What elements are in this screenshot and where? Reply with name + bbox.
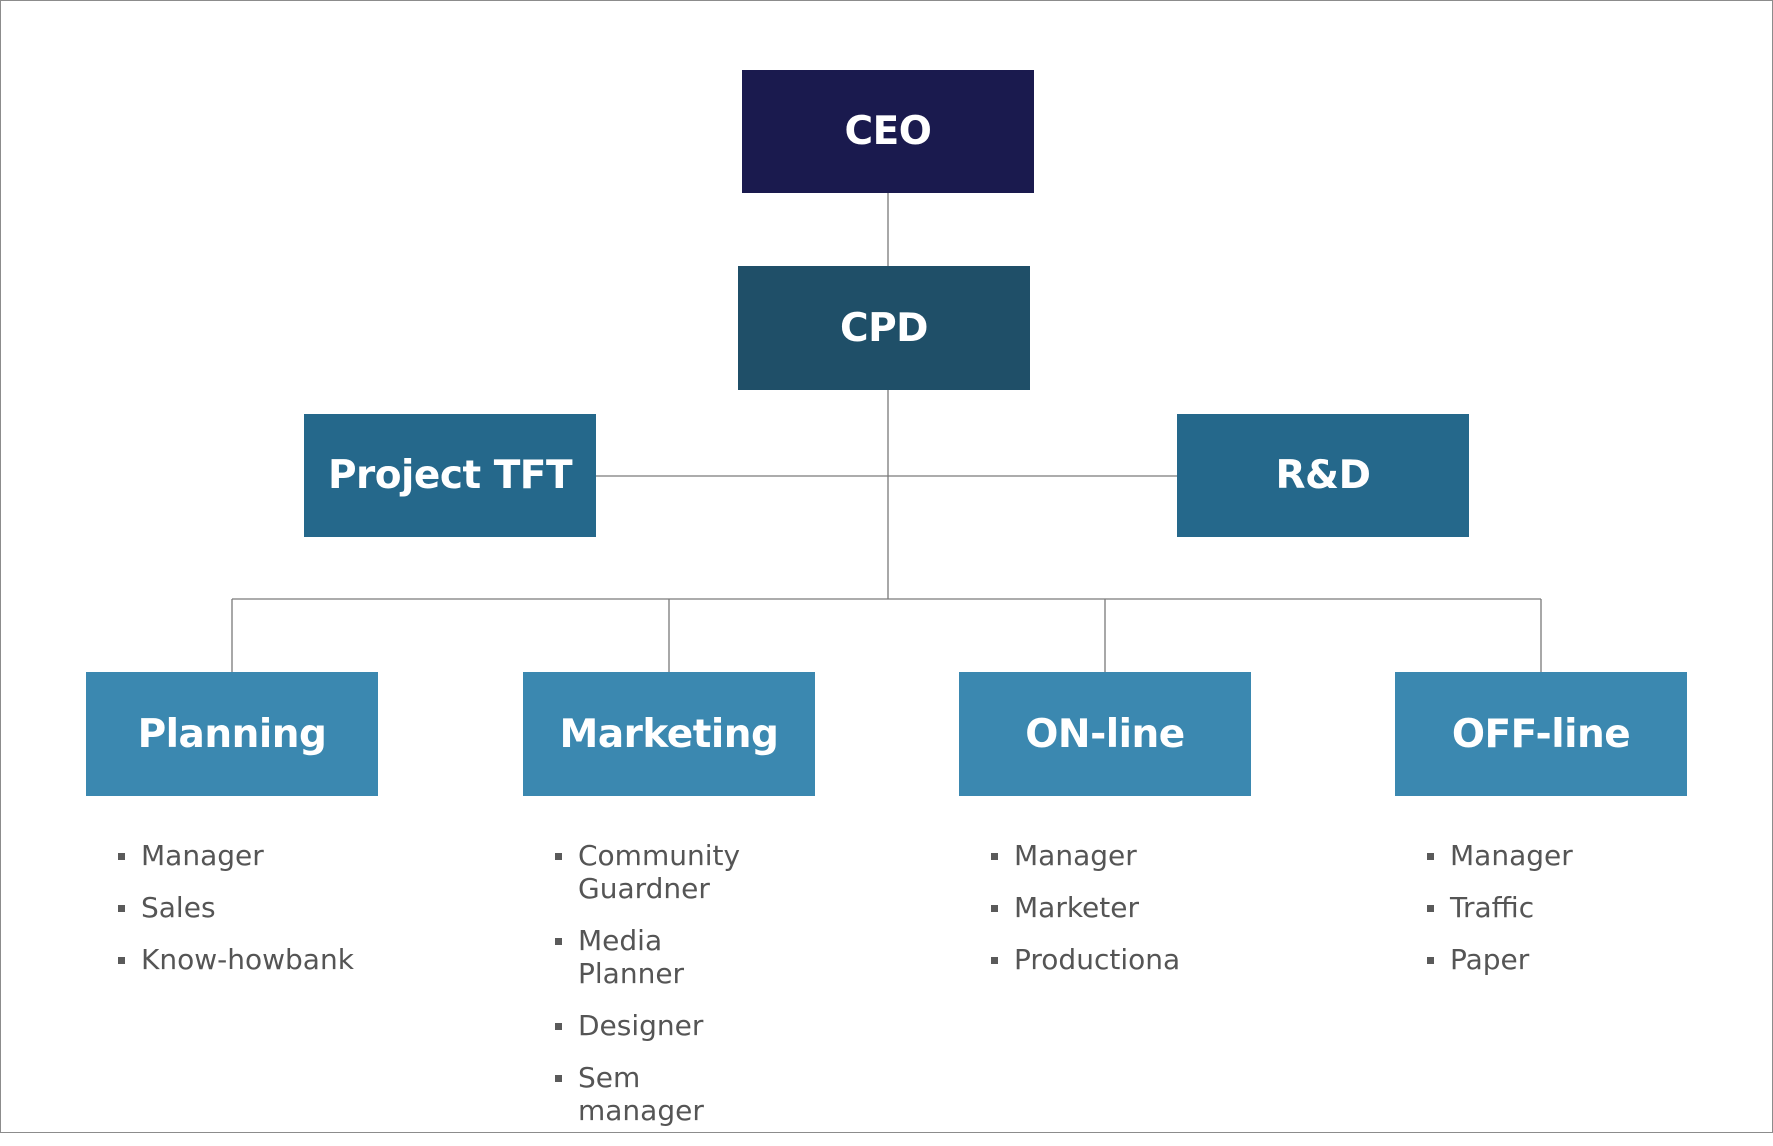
list-item: Productiona xyxy=(990,943,1290,976)
list-item: Manager xyxy=(1426,839,1726,872)
offline-role-list: Manager Traffic Paper xyxy=(1426,839,1726,995)
ceo-box: CEO xyxy=(742,70,1034,193)
list-item: Sem manager xyxy=(554,1061,774,1127)
list-item: Community Guardner xyxy=(554,839,774,905)
online-role-list: Manager Marketer Productiona xyxy=(990,839,1290,995)
dept-offline-box: OFF-line xyxy=(1395,672,1687,796)
list-item: Designer xyxy=(554,1009,774,1042)
list-item: Media Planner xyxy=(554,924,774,990)
project-tft-box: Project TFT xyxy=(304,414,596,537)
dept-marketing-box: Marketing xyxy=(523,672,815,796)
list-item: Manager xyxy=(117,839,417,872)
list-item: Traffic xyxy=(1426,891,1726,924)
marketing-role-list: Community Guardner Media Planner Designe… xyxy=(554,839,774,1146)
cpd-box: CPD xyxy=(738,266,1030,390)
dept-online-box: ON-line xyxy=(959,672,1251,796)
list-item: Marketer xyxy=(990,891,1290,924)
rnd-box: R&D xyxy=(1177,414,1469,537)
list-item: Know-howbank xyxy=(117,943,417,976)
planning-role-list: Manager Sales Know-howbank xyxy=(117,839,417,995)
dept-planning-box: Planning xyxy=(86,672,378,796)
list-item: Sales xyxy=(117,891,417,924)
list-item: Manager xyxy=(990,839,1290,872)
list-item: Paper xyxy=(1426,943,1726,976)
